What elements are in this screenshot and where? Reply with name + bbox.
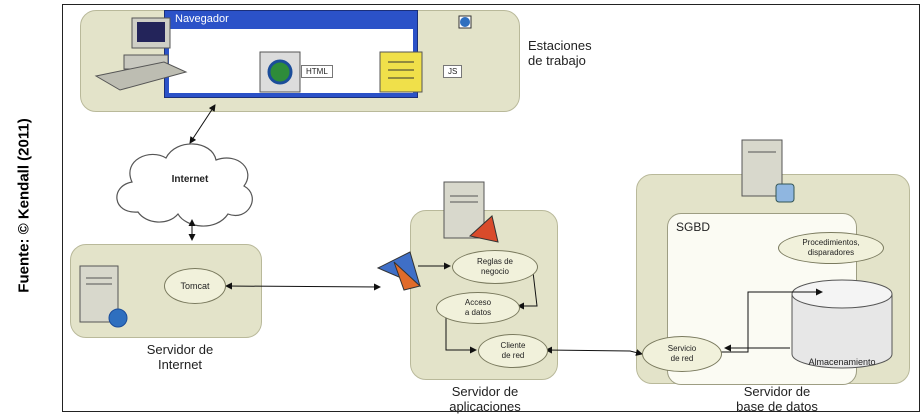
network-service-line2: de red [670,354,694,363]
js-label: JS [443,65,463,78]
browser-title: Navegador [175,13,229,25]
web-server-label-line1: Servidor de [146,342,214,357]
html-label: HTML [301,65,333,78]
procedures-node: Procedimientos,disparadores [778,232,884,264]
web-server-label-line2: Internet [157,357,203,372]
arrow-rules-access [517,271,538,310]
js-script-icon [379,51,423,93]
workstations-label-line2: de trabajo [528,53,586,68]
tomcat-node: Tomcat [164,268,226,304]
app-server-label-line2: aplicaciones [449,399,521,414]
data-access-line1: Acceso [464,298,492,307]
arrow-tomcat-prism [225,282,381,291]
browser-globe-icon [458,15,472,29]
internet-cloud-icon [116,143,253,227]
network-client-line2: de red [501,351,525,360]
sgbd-title: SGBD [676,220,711,234]
workstations-label-line1: Estaciones [528,38,592,53]
arrow-service-storage [720,288,823,353]
db-server-label-line1: Servidor de [743,384,811,399]
arrow-client-service [545,346,643,356]
html-document-icon [259,51,301,93]
arrow-access-client [445,316,477,354]
data-access-line2: a datos [464,308,492,317]
procedures-line1: Procedimientos, [802,238,860,247]
network-client-line1: Cliente [500,341,526,350]
storage-label: Almacenamiento [808,357,876,367]
business-rules-line1: Reglas de [476,257,514,266]
app-server-tower-icon [443,181,499,243]
db-server-label: Servidor de base de datos [712,384,842,414]
app-server-label: Servidor de aplicaciones [420,384,550,414]
db-server-label-line2: base de datos [736,399,818,414]
storage-cylinder-icon [791,279,893,369]
db-server-tower-icon [741,139,795,203]
business-rules-line2: negocio [480,267,510,276]
workstation-computer-icon [94,17,188,91]
web-server-label: Servidor de Internet [120,342,240,372]
workstations-label: Estaciones de trabajo [528,38,640,68]
internet-label: Internet [171,174,209,185]
app-server-label-line1: Servidor de [451,384,519,399]
arrow-browser-internet [189,104,216,144]
network-service-line1: Servicio [667,344,697,353]
business-rules-prism-icon [376,251,422,291]
web-server-tower-icon [79,265,128,328]
procedures-line2: disparadores [807,248,855,257]
